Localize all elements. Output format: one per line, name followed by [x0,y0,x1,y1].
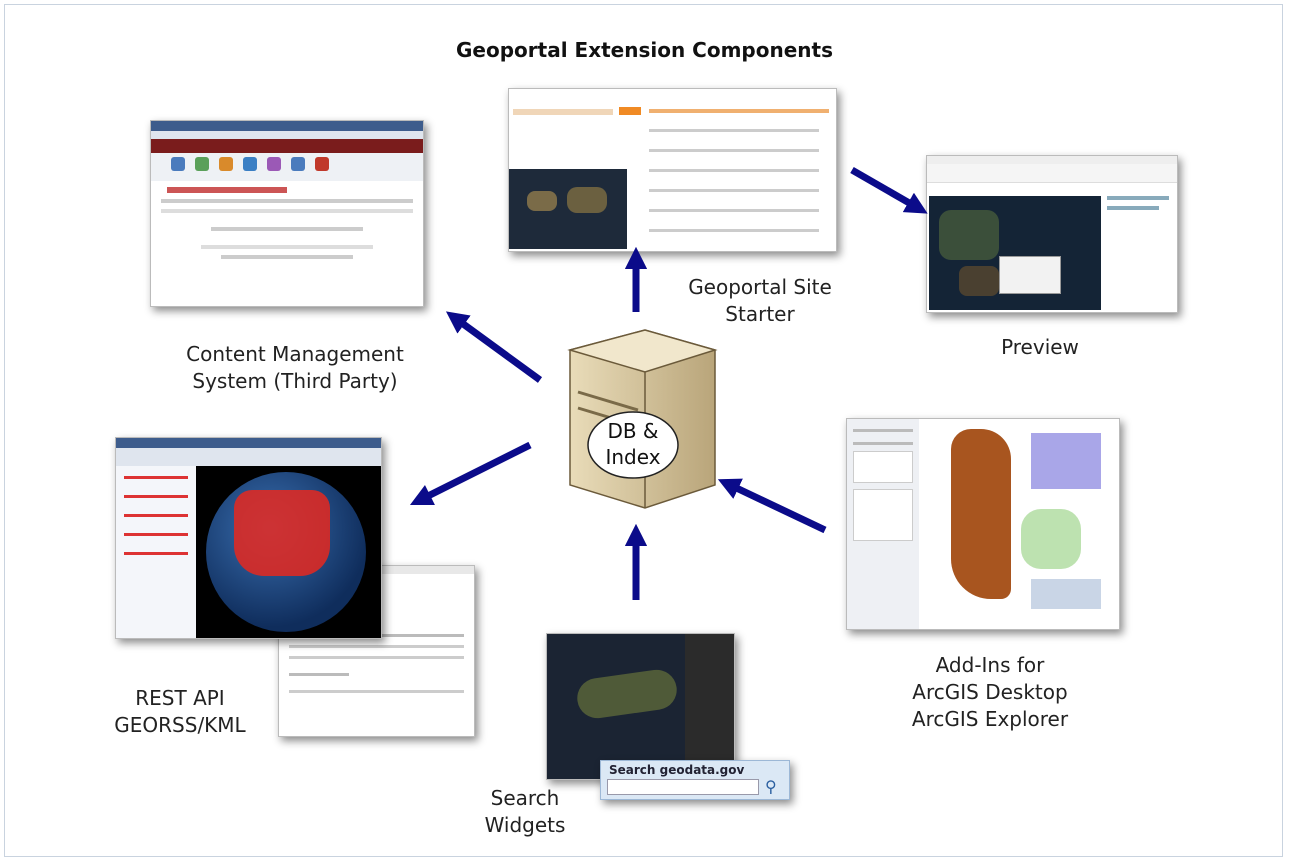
hub-label-line2: Index [605,445,661,469]
hub-label-line1: DB & [607,419,659,443]
search-widget-box: Search geodata.gov ⚲ [600,760,790,800]
search-widgets-caption: Search Widgets [484,786,566,837]
arrow-to-rest-api [409,441,532,506]
database-server-icon [567,329,718,509]
search-icon: ⚲ [765,777,777,796]
search-widgets-screenshot [546,633,735,780]
addins-caption: Add-Ins for ArcGIS Desktop ArcGIS Explor… [911,653,1069,731]
site-starter-screenshot [508,88,837,252]
search-widget-input [607,779,759,795]
preview-screenshot [926,155,1178,313]
rest-api-globe-screenshot [115,437,382,639]
addins-screenshot [846,418,1120,630]
arrow-from-addins [717,478,827,534]
hub-label: DB & Index [590,418,676,470]
cms-caption: Content Management System (Third Party) [186,342,404,393]
cms-screenshot [150,120,424,307]
search-widget-label: Search geodata.gov [609,763,745,777]
arrow-to-preview [850,166,928,214]
frame-border [4,4,1283,857]
arrow-to-cms [445,311,543,383]
preview-caption: Preview [1001,335,1079,359]
site-starter-caption: Geoportal Site Starter [688,275,832,326]
diagram-title: Geoportal Extension Components [456,38,833,62]
rest-api-caption: REST API GEORSS/KML [114,686,246,737]
